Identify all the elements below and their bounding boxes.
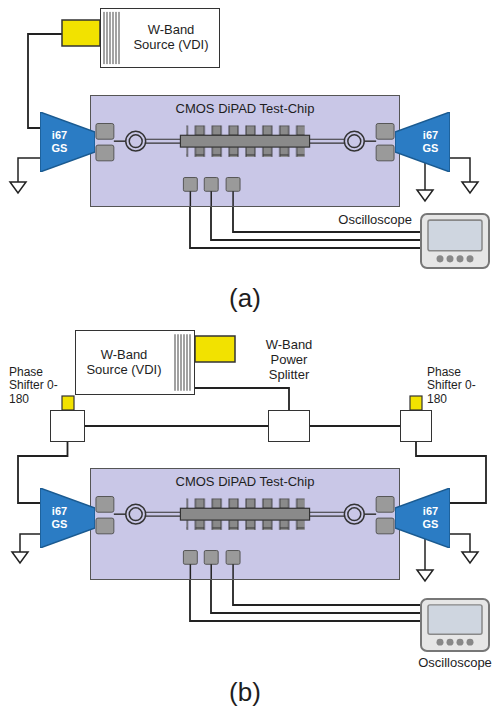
cable — [310, 425, 400, 427]
source-fins — [101, 9, 123, 67]
node-label: W-Band Source (VDI) — [84, 348, 164, 378]
node-label: CMOS DiPAD Test-Chip — [173, 102, 318, 117]
node-label: i67 GS — [47, 505, 73, 530]
signal-source: W-Band Source (VDI) — [75, 330, 195, 395]
rf-probe: i67 GS — [40, 488, 95, 548]
node-label: i67 GS — [47, 129, 73, 154]
source-fins — [172, 331, 194, 394]
panel-label: (b) — [229, 677, 261, 707]
cable — [211, 207, 420, 240]
rf-probe-shape — [40, 488, 95, 548]
waveguide-flange — [62, 20, 100, 46]
rf-probe-shape — [395, 112, 450, 172]
waveguide-flange — [195, 336, 235, 362]
node-label: i67 GS — [418, 129, 444, 154]
node-label: Oscilloscope — [338, 213, 412, 228]
rf-probe-shape — [40, 112, 95, 172]
oscilloscope-shape — [420, 213, 490, 269]
cable — [211, 580, 420, 613]
oscilloscope-shape — [420, 598, 490, 652]
test-chip: CMOS DiPAD Test-Chip — [90, 95, 400, 207]
node-label: Oscilloscope — [418, 656, 492, 671]
cable — [85, 425, 268, 427]
node-label: W-Band Source (VDI) — [131, 23, 211, 53]
node-label: CMOS DiPAD Test-Chip — [173, 475, 318, 490]
node-label: W-Band Power Splitter — [258, 338, 320, 383]
node-label: Phase Shifter 0-180 — [427, 366, 483, 407]
power-splitter: W-Band Power Splitter — [268, 410, 310, 442]
phase-shifter: Phase Shifter 0-180 — [50, 410, 85, 442]
ground-symbols — [10, 158, 478, 581]
cable — [195, 388, 289, 410]
test-chip: CMOS DiPAD Test-Chip — [90, 468, 400, 580]
phase-shifter: Phase Shifter 0-180 — [400, 410, 432, 442]
node-label: Phase Shifter 0-180 — [9, 366, 59, 407]
phase-knob — [410, 396, 422, 410]
oscilloscope: Oscilloscope — [420, 213, 490, 269]
rf-probe: i67 GS — [395, 112, 450, 172]
rf-probe-shape — [395, 488, 450, 548]
rf-probe: i67 GS — [40, 112, 95, 172]
node-label: i67 GS — [418, 505, 444, 530]
phase-knob — [62, 396, 74, 410]
panel-label: (a) — [229, 283, 261, 313]
cable — [416, 442, 486, 503]
oscilloscope: Oscilloscope — [420, 598, 490, 652]
rf-probe: i67 GS — [395, 488, 450, 548]
signal-source: W-Band Source (VDI) — [100, 8, 220, 68]
